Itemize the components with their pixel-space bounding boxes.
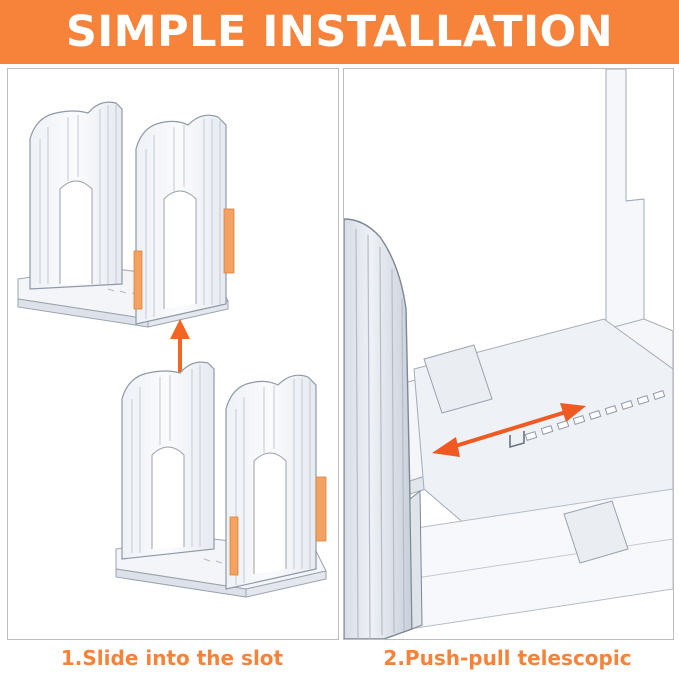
slot-clip: [133, 250, 143, 310]
step1-panel: [7, 68, 339, 640]
lock-symbol-icon: [509, 431, 525, 449]
adjustment-slots: [524, 389, 666, 442]
double-headed-arrow-icon: [432, 403, 586, 457]
step2-caption: 2.Push-pull telescopic: [383, 646, 632, 670]
step1-caption: 1.Slide into the slot: [60, 646, 284, 670]
title-banner: SIMPLE INSTALLATION: [0, 0, 679, 64]
slot-clip: [229, 516, 239, 576]
slot-clip: [315, 476, 327, 542]
slot-clip: [223, 208, 235, 274]
step1-illustration: [17, 101, 327, 598]
page-title: SIMPLE INSTALLATION: [65, 6, 614, 57]
bookend-separated: [115, 361, 327, 598]
step2-panel: [343, 68, 674, 640]
step2-illustration: [344, 69, 673, 639]
bookend-assembled: [17, 101, 235, 328]
